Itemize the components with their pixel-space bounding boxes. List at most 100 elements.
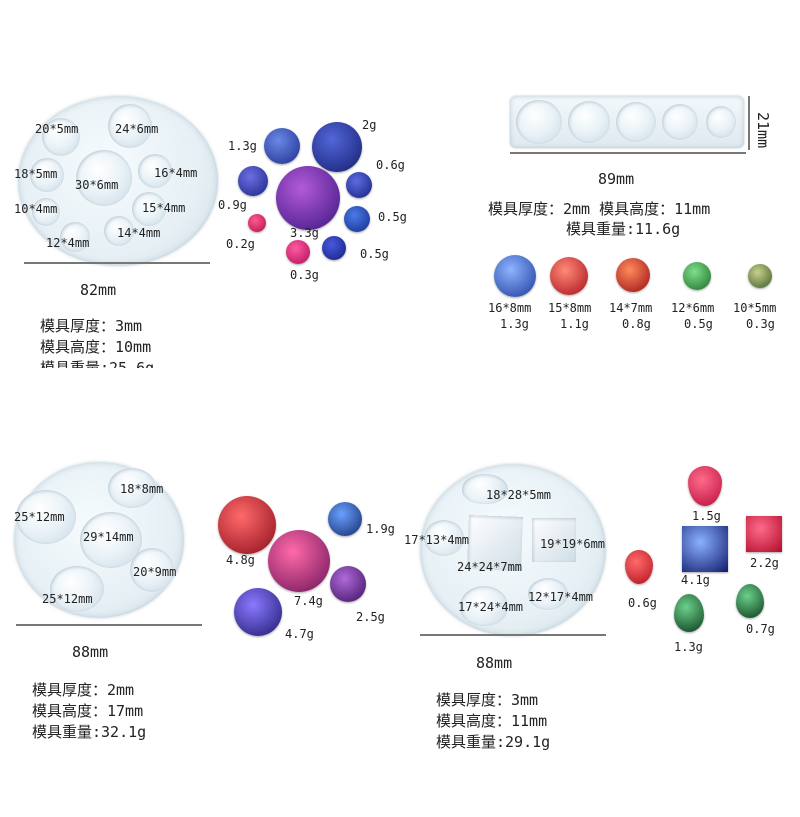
spec-height: 模具高度：17mm (32, 702, 144, 720)
resin-piece (286, 240, 310, 264)
piece-weight: 0.6g (628, 596, 657, 610)
cavity (130, 548, 174, 592)
resin-piece (234, 588, 282, 636)
spec-weight: 模具重量:25.6g (40, 359, 155, 368)
cavity-size-label: 18*5mm (14, 167, 58, 181)
height-rule (748, 96, 750, 150)
resin-piece (625, 550, 653, 584)
piece-weight: 0.9g (218, 198, 247, 212)
piece-size: 14*7mm (609, 301, 653, 315)
resin-piece (683, 262, 711, 290)
width-rule (420, 634, 606, 636)
cavity (16, 490, 76, 544)
piece-weight: 2.5g (356, 610, 385, 624)
resin-piece (616, 258, 650, 292)
resin-piece (550, 257, 588, 295)
mold-height: 21mm (754, 112, 772, 149)
spec-thickness: 模具厚度：3mm (40, 317, 143, 335)
resin-piece (264, 128, 300, 164)
resin-square (746, 516, 782, 552)
resin-piece (322, 236, 346, 260)
cavity-size-label: 17*24*4mm (458, 600, 524, 614)
piece-weight: 3.3g (290, 226, 319, 240)
spec-line: 模具厚度：2mm 模具高度：11mm (488, 200, 711, 218)
cavity (50, 566, 104, 612)
cavity (460, 586, 508, 626)
resin-piece (312, 122, 362, 172)
cavity-square (532, 518, 576, 562)
piece-weight: 4.1g (681, 573, 710, 587)
piece-weight: 0.5g (360, 247, 389, 261)
width-rule (510, 152, 746, 154)
piece-size: 10*5mm (733, 301, 777, 315)
cavity (108, 104, 152, 148)
cavity (60, 222, 90, 252)
resin-piece (346, 172, 372, 198)
cavity (516, 100, 562, 144)
cavity-size-label: 12*17*4mm (528, 590, 594, 604)
piece-weight: 1.1g (560, 317, 589, 331)
piece-weight: 1.9g (366, 522, 395, 536)
piece-size: 12*6mm (671, 301, 715, 315)
mold-width: 89mm (598, 170, 635, 188)
cavity (568, 101, 610, 143)
resin-drop (688, 466, 722, 506)
cavity-size-label: 14*4mm (117, 226, 161, 240)
cavity (662, 104, 698, 140)
cavity-size-label: 18*28*5mm (486, 488, 552, 502)
piece-weight: 2.2g (750, 556, 779, 570)
cavity-size-label: 10*4mm (14, 202, 58, 216)
cavity (462, 474, 508, 504)
width-rule (16, 624, 202, 626)
cavity (132, 192, 166, 226)
cavity-size-label: 16*4mm (154, 166, 198, 180)
piece-weight: 7.4g (294, 594, 323, 608)
resin-piece (344, 206, 370, 232)
piece-weight: 1.5g (692, 509, 721, 523)
cavity-size-label: 18*8mm (120, 482, 164, 496)
piece-weight: 0.2g (226, 237, 255, 251)
cavity-size-label: 12*4mm (46, 236, 90, 250)
spec-weight: 模具重量:11.6g (566, 220, 681, 238)
cavity-size-label: 25*12mm (14, 510, 65, 524)
piece-weight: 2g (362, 118, 377, 132)
cavity-size-label: 24*24*7mm (457, 560, 523, 574)
mold-specs: 模具厚度：3mm 模具高度：11mm 模具重量:29.1g (436, 690, 550, 753)
spec-thickness: 模具厚度：2mm (32, 681, 135, 699)
resin-drop (674, 594, 704, 632)
cavity (108, 468, 156, 508)
cavity-size-label: 24*6mm (115, 122, 159, 136)
cavity-size-label: 30*6mm (75, 178, 119, 192)
piece-weight: 0.5g (684, 317, 713, 331)
resin-piece (238, 166, 268, 196)
cavity (32, 198, 60, 226)
cavity (104, 216, 134, 246)
mold-specs: 模具厚度：3mm 模具高度：10mm 模具重量:25.6g (40, 316, 154, 368)
cavity-size-label: 25*12mm (42, 592, 93, 606)
cavity (138, 154, 172, 188)
spec-weight: 模具重量:32.1g (32, 723, 147, 741)
cavity (42, 118, 80, 156)
cavity (30, 158, 64, 192)
mold-width: 88mm (476, 654, 513, 672)
resin-piece (330, 566, 366, 602)
mold-width: 82mm (80, 281, 117, 299)
cavity (424, 520, 464, 556)
cavity (528, 578, 568, 610)
cavity (616, 102, 656, 142)
mold-specs: 模具厚度：2mm 模具高度：17mm 模具重量:32.1g (32, 680, 146, 743)
spec-height: 模具高度：10mm (40, 338, 152, 356)
width-rule (24, 262, 210, 264)
resin-piece (268, 530, 330, 592)
resin-piece (248, 214, 266, 232)
piece-weight: 0.8g (622, 317, 651, 331)
cavity (76, 150, 132, 206)
resin-piece (748, 264, 772, 288)
resin-drop (736, 584, 764, 618)
resin-piece (494, 255, 536, 297)
piece-weight: 1.3g (228, 139, 257, 153)
cavity-size-label: 20*5mm (35, 122, 79, 136)
piece-size: 15*8mm (548, 301, 592, 315)
mold-width: 88mm (72, 643, 109, 661)
piece-weight: 0.3g (290, 268, 319, 282)
